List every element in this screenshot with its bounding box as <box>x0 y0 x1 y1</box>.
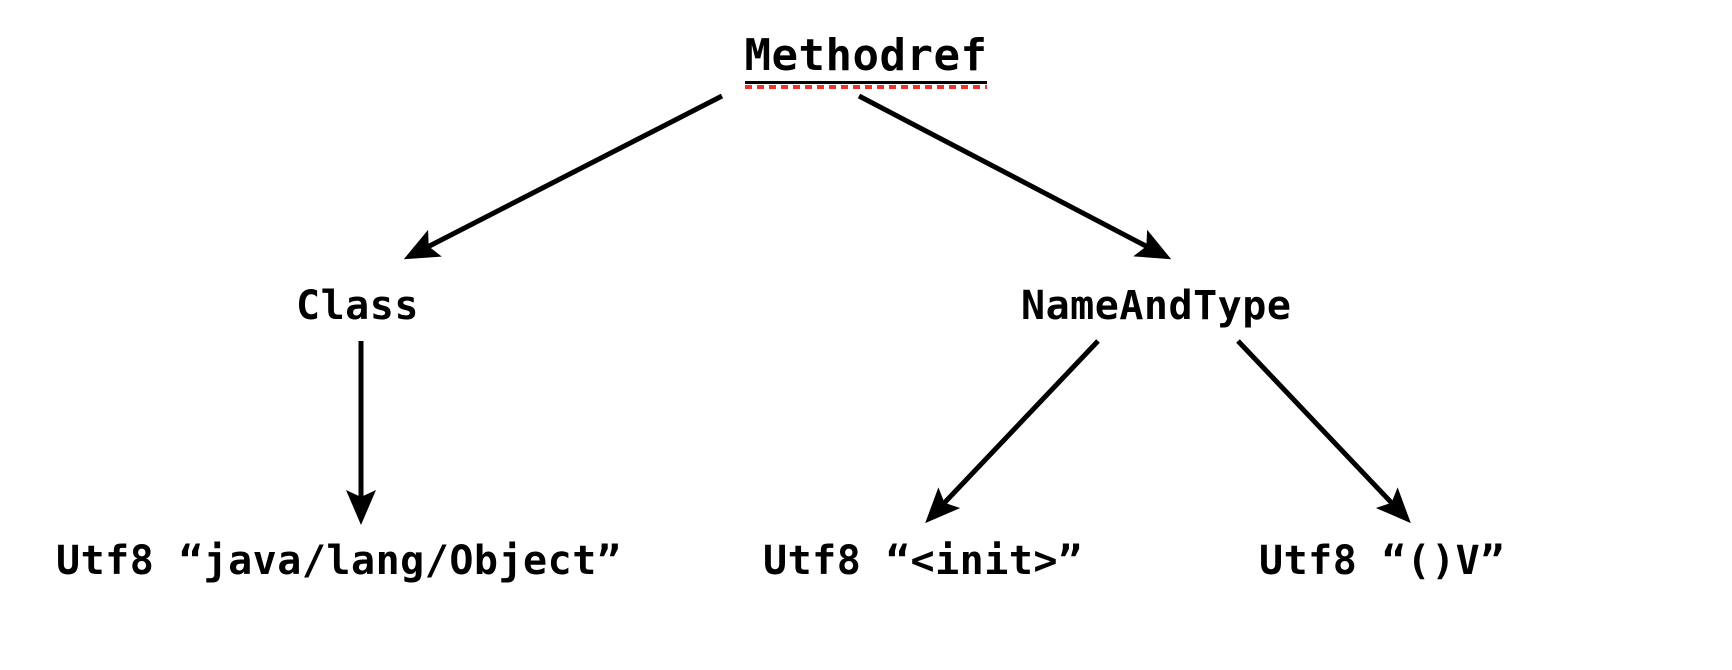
node-class: Class <box>296 283 419 329</box>
edge-nameandtype-to-utf8-descriptor <box>1236 339 1411 524</box>
edge-methodref-to-nameandtype <box>857 93 1172 260</box>
node-methodref-label: Methodref <box>744 30 988 81</box>
spellcheck-underline-icon <box>744 85 988 89</box>
node-nameandtype: NameAndType <box>1021 283 1292 329</box>
node-utf8-init: Utf8 “<init>” <box>763 538 1083 584</box>
node-utf8-java-lang-object: Utf8 “java/lang/Object” <box>56 538 622 584</box>
node-methodref: Methodref <box>0 34 1732 89</box>
edge-nameandtype-to-utf8-init <box>925 339 1100 524</box>
edge-methodref-to-class <box>403 93 724 260</box>
node-methodref-label-wrap: Methodref <box>744 34 988 89</box>
node-utf8-descriptor: Utf8 “()V” <box>1259 538 1505 584</box>
